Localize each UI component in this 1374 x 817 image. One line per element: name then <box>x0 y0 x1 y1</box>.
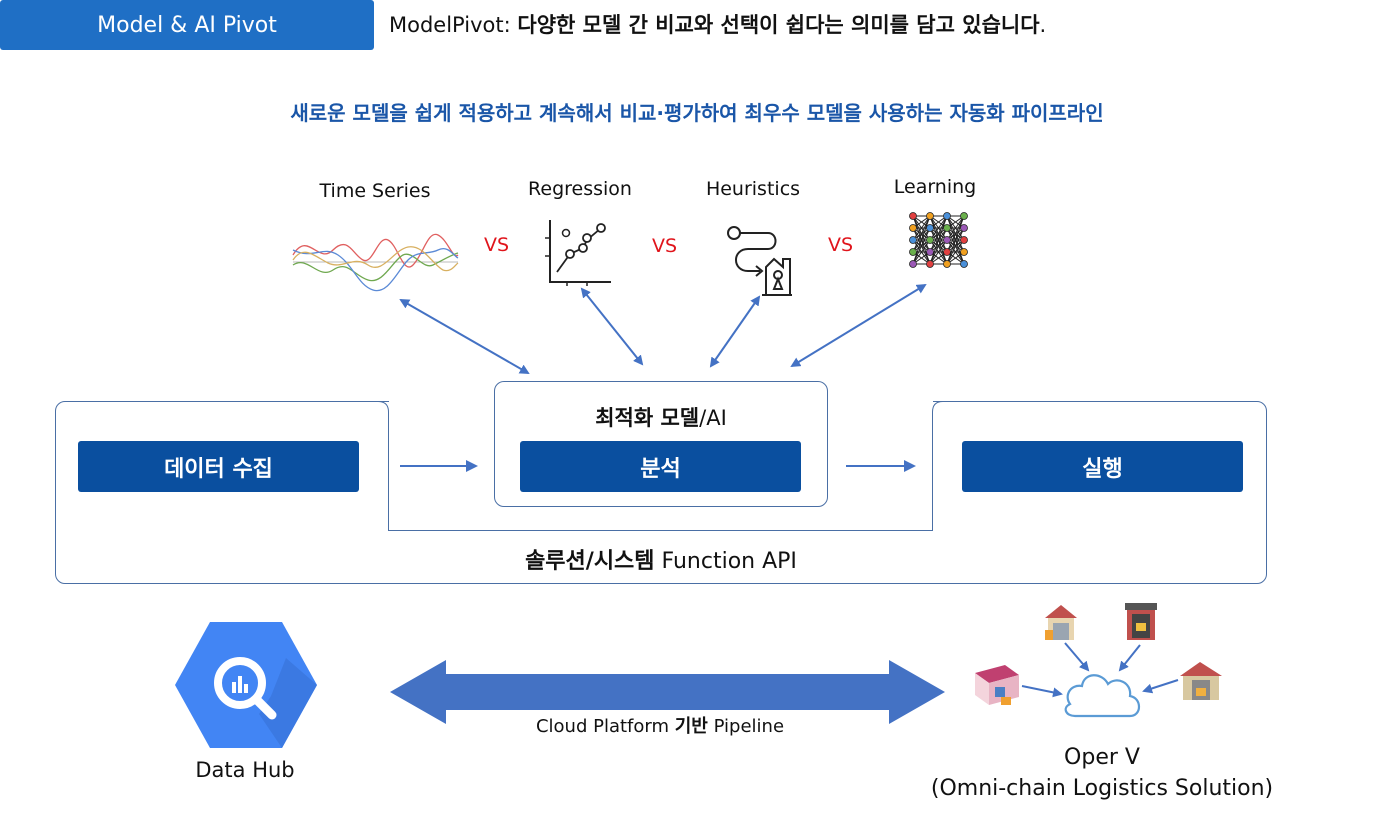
nn-node <box>960 248 968 256</box>
arrow-time-series <box>399 299 530 374</box>
nn-node <box>943 212 951 220</box>
nn-node <box>909 224 917 232</box>
nn-node <box>943 236 951 244</box>
nn-node <box>926 260 934 268</box>
oper-v-cluster <box>975 603 1222 718</box>
pipeline-double-arrow <box>390 660 945 724</box>
center-title-rest: /AI <box>699 406 727 430</box>
nn-node <box>909 236 917 244</box>
header-tag: Model & AI Pivot <box>0 0 374 50</box>
nn-node <box>960 212 968 220</box>
step-data-collection: 데이터 수집 <box>78 441 359 492</box>
nn-node <box>926 224 934 232</box>
pipeline-bold: 기반 <box>674 716 708 737</box>
heuristics-path-icon <box>727 226 792 296</box>
nn-node <box>926 248 934 256</box>
pipeline-label: Cloud Platform 기반 Pipeline <box>480 712 840 738</box>
model-label-learning: Learning <box>893 176 977 198</box>
vs-label-3: VS <box>828 234 854 256</box>
pipeline-suffix: Pipeline <box>707 716 785 737</box>
nn-node <box>960 260 968 268</box>
api-label-bold: 솔루션/시스템 <box>525 549 655 574</box>
nn-node <box>960 236 968 244</box>
center-title-bold: 최적화 모델 <box>595 406 700 430</box>
data-hub-label: Data Hub <box>195 758 295 782</box>
oper-v-subtitle: (Omni-chain Logistics Solution) <box>930 776 1274 801</box>
vs-label-2: VS <box>652 235 678 257</box>
nn-node <box>943 224 951 232</box>
api-label-rest: Function API <box>654 549 797 574</box>
model-label-regression: Regression <box>528 178 632 200</box>
store-icon <box>975 665 1019 705</box>
pipeline-prefix: Cloud Platform <box>535 716 675 737</box>
step-execution: 실행 <box>962 441 1243 492</box>
nn-node <box>909 248 917 256</box>
function-api-label: 솔루션/시스템 Function API <box>55 543 1267 575</box>
arrow-regression <box>580 287 644 366</box>
header-intro: ModelPivot: 다양한 모델 간 비교와 선택이 쉽다는 의미를 담고 … <box>389 10 1046 40</box>
intro-prefix: ModelPivot: <box>389 13 511 37</box>
nn-node <box>926 212 934 220</box>
nn-node <box>943 248 951 256</box>
optimization-model-title: 최적화 모델/AI <box>494 402 828 432</box>
arrow-learning <box>790 283 927 368</box>
nn-node <box>909 212 917 220</box>
cloud-icon <box>1064 674 1141 718</box>
model-label-heuristics: Heuristics <box>705 178 801 200</box>
warehouse-icon-3 <box>1180 662 1222 700</box>
nn-node <box>926 236 934 244</box>
nn-node <box>909 260 917 268</box>
warehouse-icon-1 <box>1045 605 1077 640</box>
step-analysis: 분석 <box>520 441 801 492</box>
model-label-time-series: Time Series <box>319 180 431 202</box>
vs-label-1: VS <box>484 234 510 256</box>
intro-suffix: . <box>1039 13 1047 37</box>
nn-node <box>943 260 951 268</box>
arrow-heuristics <box>709 295 761 368</box>
data-hub-icon <box>175 622 317 748</box>
regression-plot-icon <box>545 220 611 286</box>
intro-bold: 다양한 모델 간 비교와 선택이 쉽다는 의미를 담고 있습니다 <box>517 13 1040 37</box>
time-series-chart-icon <box>292 233 459 292</box>
diagram-subtitle: 새로운 모델을 쉽게 적용하고 계속해서 비교·평가하여 최우수 모델을 사용하… <box>290 101 1104 125</box>
warehouse-icon-2 <box>1125 603 1157 640</box>
oper-v-title: Oper V <box>1064 745 1140 770</box>
neural-network-icon <box>909 212 968 268</box>
oper-v-label: Oper V (Omni-chain Logistics Solution) <box>900 742 1304 804</box>
nn-node <box>960 224 968 232</box>
